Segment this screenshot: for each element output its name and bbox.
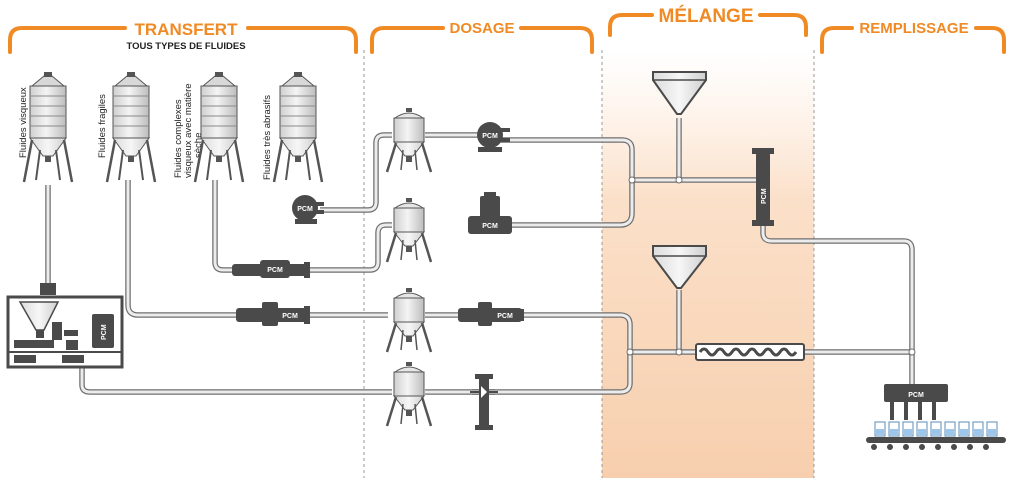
- storage-silos: [22, 72, 324, 183]
- bottle: [958, 421, 970, 437]
- fluid-label-abrasifs: Fluides très abrasifs: [262, 95, 273, 180]
- metering-pump-brand: PCM: [482, 223, 498, 230]
- mixing-funnel-2: [652, 245, 707, 289]
- bottle: [902, 421, 914, 437]
- conveyor-roller: [903, 444, 909, 450]
- dosing-hopper-3: [385, 288, 433, 353]
- pc-pump-1-brand: PCM: [267, 267, 283, 274]
- conveyor-roller: [951, 444, 957, 450]
- silo-visqueux: [22, 72, 74, 183]
- silo-complexes: [193, 72, 245, 183]
- lobe-pump: PCM: [292, 195, 324, 224]
- conveyor-roller: [871, 444, 877, 450]
- mixing-funnel-1: [652, 71, 707, 115]
- filling-machine: PCM: [866, 384, 1006, 450]
- fluid-label-visqueux: Fluides visqueux: [18, 87, 29, 158]
- filling-nozzle: [918, 402, 922, 420]
- stage-title-dosage: DOSAGE: [449, 20, 514, 37]
- centrifugal-pump-brand: PCM: [497, 313, 513, 320]
- dosing-hopper-4: [385, 362, 433, 427]
- svg-text:sèche: sèche: [193, 133, 204, 158]
- stage-title-melange: MÉLANGE: [659, 5, 754, 27]
- silo-abrasifs: [272, 72, 324, 183]
- peristaltic-pump-brand: PCM: [482, 133, 498, 140]
- conveyor-roller: [887, 444, 893, 450]
- filling-nozzle: [890, 402, 894, 420]
- bottle: [972, 421, 984, 437]
- filling-nozzle: [904, 402, 908, 420]
- bottle: [930, 421, 942, 437]
- lobe-pump-brand: PCM: [297, 206, 313, 213]
- conveyor-roller: [967, 444, 973, 450]
- stage-separators: [363, 50, 815, 478]
- filling-nozzle: [932, 402, 936, 420]
- transfer-unit-brand: PCM: [101, 324, 108, 340]
- pipe-junctions: [626, 176, 916, 356]
- stage-title-transfert: TRANSFERT: [135, 20, 239, 39]
- dosing-hoppers: [385, 108, 433, 427]
- fluid-label-complexes: Fluides complexes visqueux avec matière …: [173, 83, 204, 178]
- svg-text:Fluides complexes: Fluides complexes: [173, 99, 184, 178]
- metering-pump: PCM: [468, 192, 512, 234]
- stage-subtitle-transfert: TOUS TYPES DE FLUIDES: [126, 41, 245, 52]
- centrifugal-pump: PCM: [458, 302, 524, 326]
- vertical-static-mixer: PCM: [752, 148, 774, 226]
- stage-title-remplissage: REMPLISSAGE: [859, 20, 968, 37]
- conveyor-roller: [935, 444, 941, 450]
- progressive-cavity-pump-1: PCM: [232, 260, 310, 278]
- bottle: [944, 421, 956, 437]
- transfer-unit: PCM: [6, 283, 124, 369]
- filling-machine-brand: PCM: [908, 392, 924, 399]
- bottle: [986, 421, 998, 437]
- silo-fragiles: [105, 72, 157, 183]
- bottle: [888, 421, 900, 437]
- conveyor-roller: [983, 444, 989, 450]
- peristaltic-pump: PCM: [477, 122, 510, 152]
- svg-text:visqueux avec matière: visqueux avec matière: [183, 83, 194, 178]
- stage-brackets: [8, 13, 1006, 54]
- bottle: [874, 421, 886, 437]
- dosing-hopper-2: [385, 198, 433, 263]
- fluid-label-fragiles: Fluides fragiles: [97, 94, 108, 158]
- horizontal-screw-mixer: [695, 343, 805, 361]
- pc-pump-2-brand: PCM: [282, 313, 298, 320]
- dosing-hopper-1: [385, 108, 433, 173]
- melange-zone: [602, 50, 814, 478]
- pipes: [45, 118, 915, 395]
- bottle: [916, 421, 928, 437]
- inline-valve-doser: [470, 374, 498, 430]
- conveyor-roller: [919, 444, 925, 450]
- static-mixer-brand: PCM: [761, 188, 768, 204]
- progressive-cavity-pump-2: PCM: [236, 302, 310, 326]
